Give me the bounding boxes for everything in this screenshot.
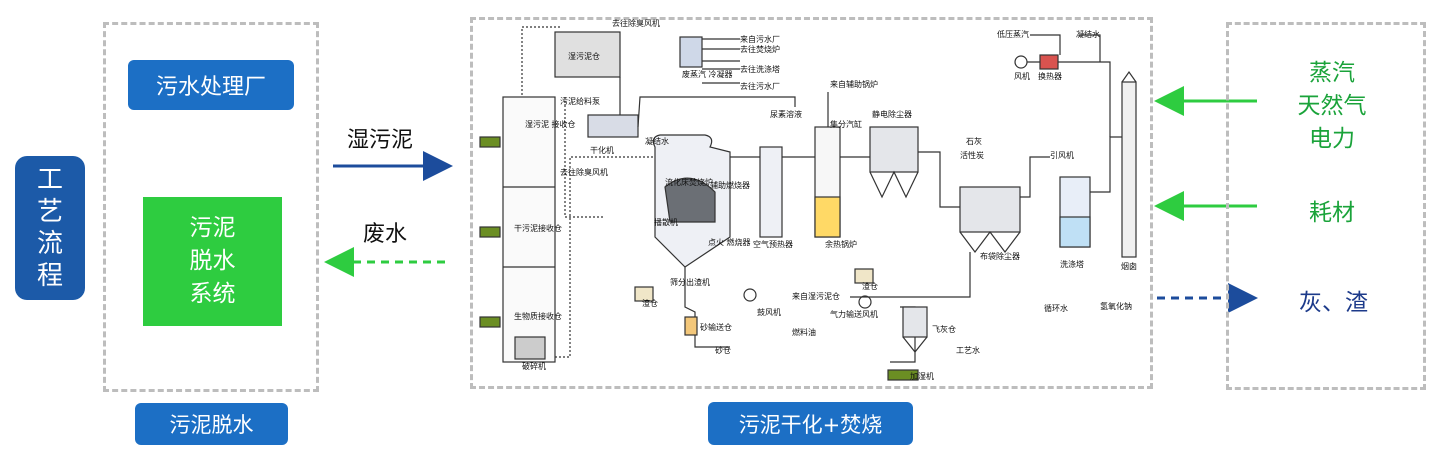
lbl-to-wwtp: 去往污水厂 — [740, 81, 780, 91]
lbl-aux-boiler: 来自辅助锅炉 — [830, 79, 878, 89]
lbl-sand-conveyor: 砂输送仓 — [700, 322, 732, 332]
process-schematic: 去往除臭风机 湿污泥仓 来自污水厂 废蒸汽 冷凝器 去往焚烧炉 去往洗涤塔 去往… — [479, 18, 1137, 381]
lbl-steam-drum: 集分汽缸 — [830, 119, 862, 129]
lbl-process-water: 工艺水 — [956, 345, 980, 355]
lbl-to-odor-top: 去往除臭风机 — [612, 18, 660, 28]
lbl-wash-tower: 洗涤塔 — [1060, 259, 1084, 269]
lbl-fan: 风机 — [1014, 71, 1030, 81]
lbl-wet-storage: 湿污泥仓 — [568, 51, 600, 61]
dewatering-section-frame — [103, 22, 319, 392]
process-char-1: 工 — [36, 165, 63, 195]
wet-sludge-label: 湿污泥 — [347, 128, 414, 153]
lbl-humidifier: 加湿机 — [910, 371, 934, 381]
waste-water-label: 废水 — [363, 222, 408, 247]
lbl-to-odor-mid: 去往除臭风机 — [560, 167, 608, 177]
lbl-fly-ash: 飞灰仓 — [932, 324, 956, 334]
lbl-condensate: 凝结水 — [645, 136, 669, 146]
lbl-fluid-bed: 流化床焚烧炉 — [665, 177, 713, 187]
lbl-feed-machine: 播散机 — [654, 217, 678, 227]
lbl-bag-filter: 布袋除尘器 — [980, 251, 1020, 261]
input-electricity: 电力 — [1309, 126, 1355, 152]
input-natural-gas: 天然气 — [1297, 93, 1367, 119]
dewater-line-2: 脱水 — [189, 248, 236, 274]
lbl-slag-bin: 渣仓 — [642, 298, 658, 308]
process-flow-label: 工 艺 流 程 — [15, 156, 85, 300]
lbl-ignition: 点火 燃烧器 — [708, 237, 751, 247]
process-char-4: 程 — [36, 261, 63, 291]
inputs-block: 蒸汽 天然气 电力 — [1282, 57, 1382, 156]
consumables-label: 耗材 — [1309, 200, 1355, 226]
ash-slag-label: 灰、渣 — [1299, 290, 1368, 316]
lbl-pneumatic-fan: 气力输送风机 — [830, 309, 878, 319]
input-steam: 蒸汽 — [1309, 60, 1355, 86]
lbl-waste-boiler: 余热锅炉 — [825, 239, 857, 249]
lbl-heat-exchanger: 换热器 — [1038, 71, 1062, 81]
dewater-line-3: 系统 — [189, 281, 236, 307]
lbl-slag-bin2: 渣仓 — [862, 281, 878, 291]
wastewater-plant-label: 污水处理厂 — [128, 60, 294, 110]
lbl-crusher: 破碎机 — [522, 361, 546, 371]
lbl-naoh: 氢氧化钠 — [1100, 301, 1132, 311]
dewatering-section-label: 污泥脱水 — [135, 403, 288, 445]
dewater-line-1: 污泥 — [189, 215, 236, 241]
drying-incineration-frame — [470, 17, 1153, 389]
lbl-wet-receive: 湿污泥 接收仓 — [525, 119, 576, 129]
lbl-to-incinerator: 去往焚烧炉 — [740, 44, 780, 54]
lbl-aux-burner: 辅助燃烧器 — [710, 180, 750, 190]
lbl-feed-pump: 污泥给料泵 — [560, 96, 600, 106]
lbl-fuel-oil: 燃料油 — [792, 327, 816, 337]
lbl-activated-carbon: 活性炭 — [960, 150, 984, 160]
lbl-chimney: 烟囱 — [1121, 261, 1137, 271]
process-char-2: 艺 — [36, 197, 63, 227]
lbl-circ-water: 循环水 — [1044, 303, 1068, 313]
lbl-esp: 静电除尘器 — [872, 109, 912, 119]
resources-frame — [1226, 22, 1426, 390]
lbl-induced-fan: 引风机 — [1050, 150, 1074, 160]
lbl-from-wet-bin: 来自湿污泥仓 — [792, 291, 840, 301]
lbl-urea: 尿素溶液 — [770, 109, 802, 119]
lbl-sieve-slag: 筛分出渣机 — [670, 277, 710, 287]
lbl-condensate2: 凝结水 — [1076, 29, 1100, 39]
drying-incineration-label: 污泥干化+焚烧 — [708, 402, 913, 445]
lbl-sand-bin: 砂仓 — [715, 345, 731, 355]
lbl-condenser: 废蒸汽 冷凝器 — [682, 69, 733, 79]
lbl-low-steam: 低压蒸汽 — [997, 29, 1029, 39]
dewatering-system-box: 污泥 脱水 系统 — [143, 197, 282, 326]
lbl-to-wash-tower: 去往洗涤塔 — [740, 64, 780, 74]
lbl-biomass-receive: 生物质接收仓 — [514, 311, 562, 321]
lbl-from-wwtp: 来自污水厂 — [740, 34, 780, 44]
lbl-dry-receive: 干污泥接收仓 — [514, 223, 562, 233]
lbl-blower: 鼓风机 — [757, 307, 781, 317]
lbl-dryer: 干化机 — [590, 145, 614, 155]
lbl-lime: 石灰 — [966, 136, 982, 146]
lbl-air-preheater: 空气预热器 — [753, 239, 793, 249]
process-char-3: 流 — [36, 229, 63, 259]
